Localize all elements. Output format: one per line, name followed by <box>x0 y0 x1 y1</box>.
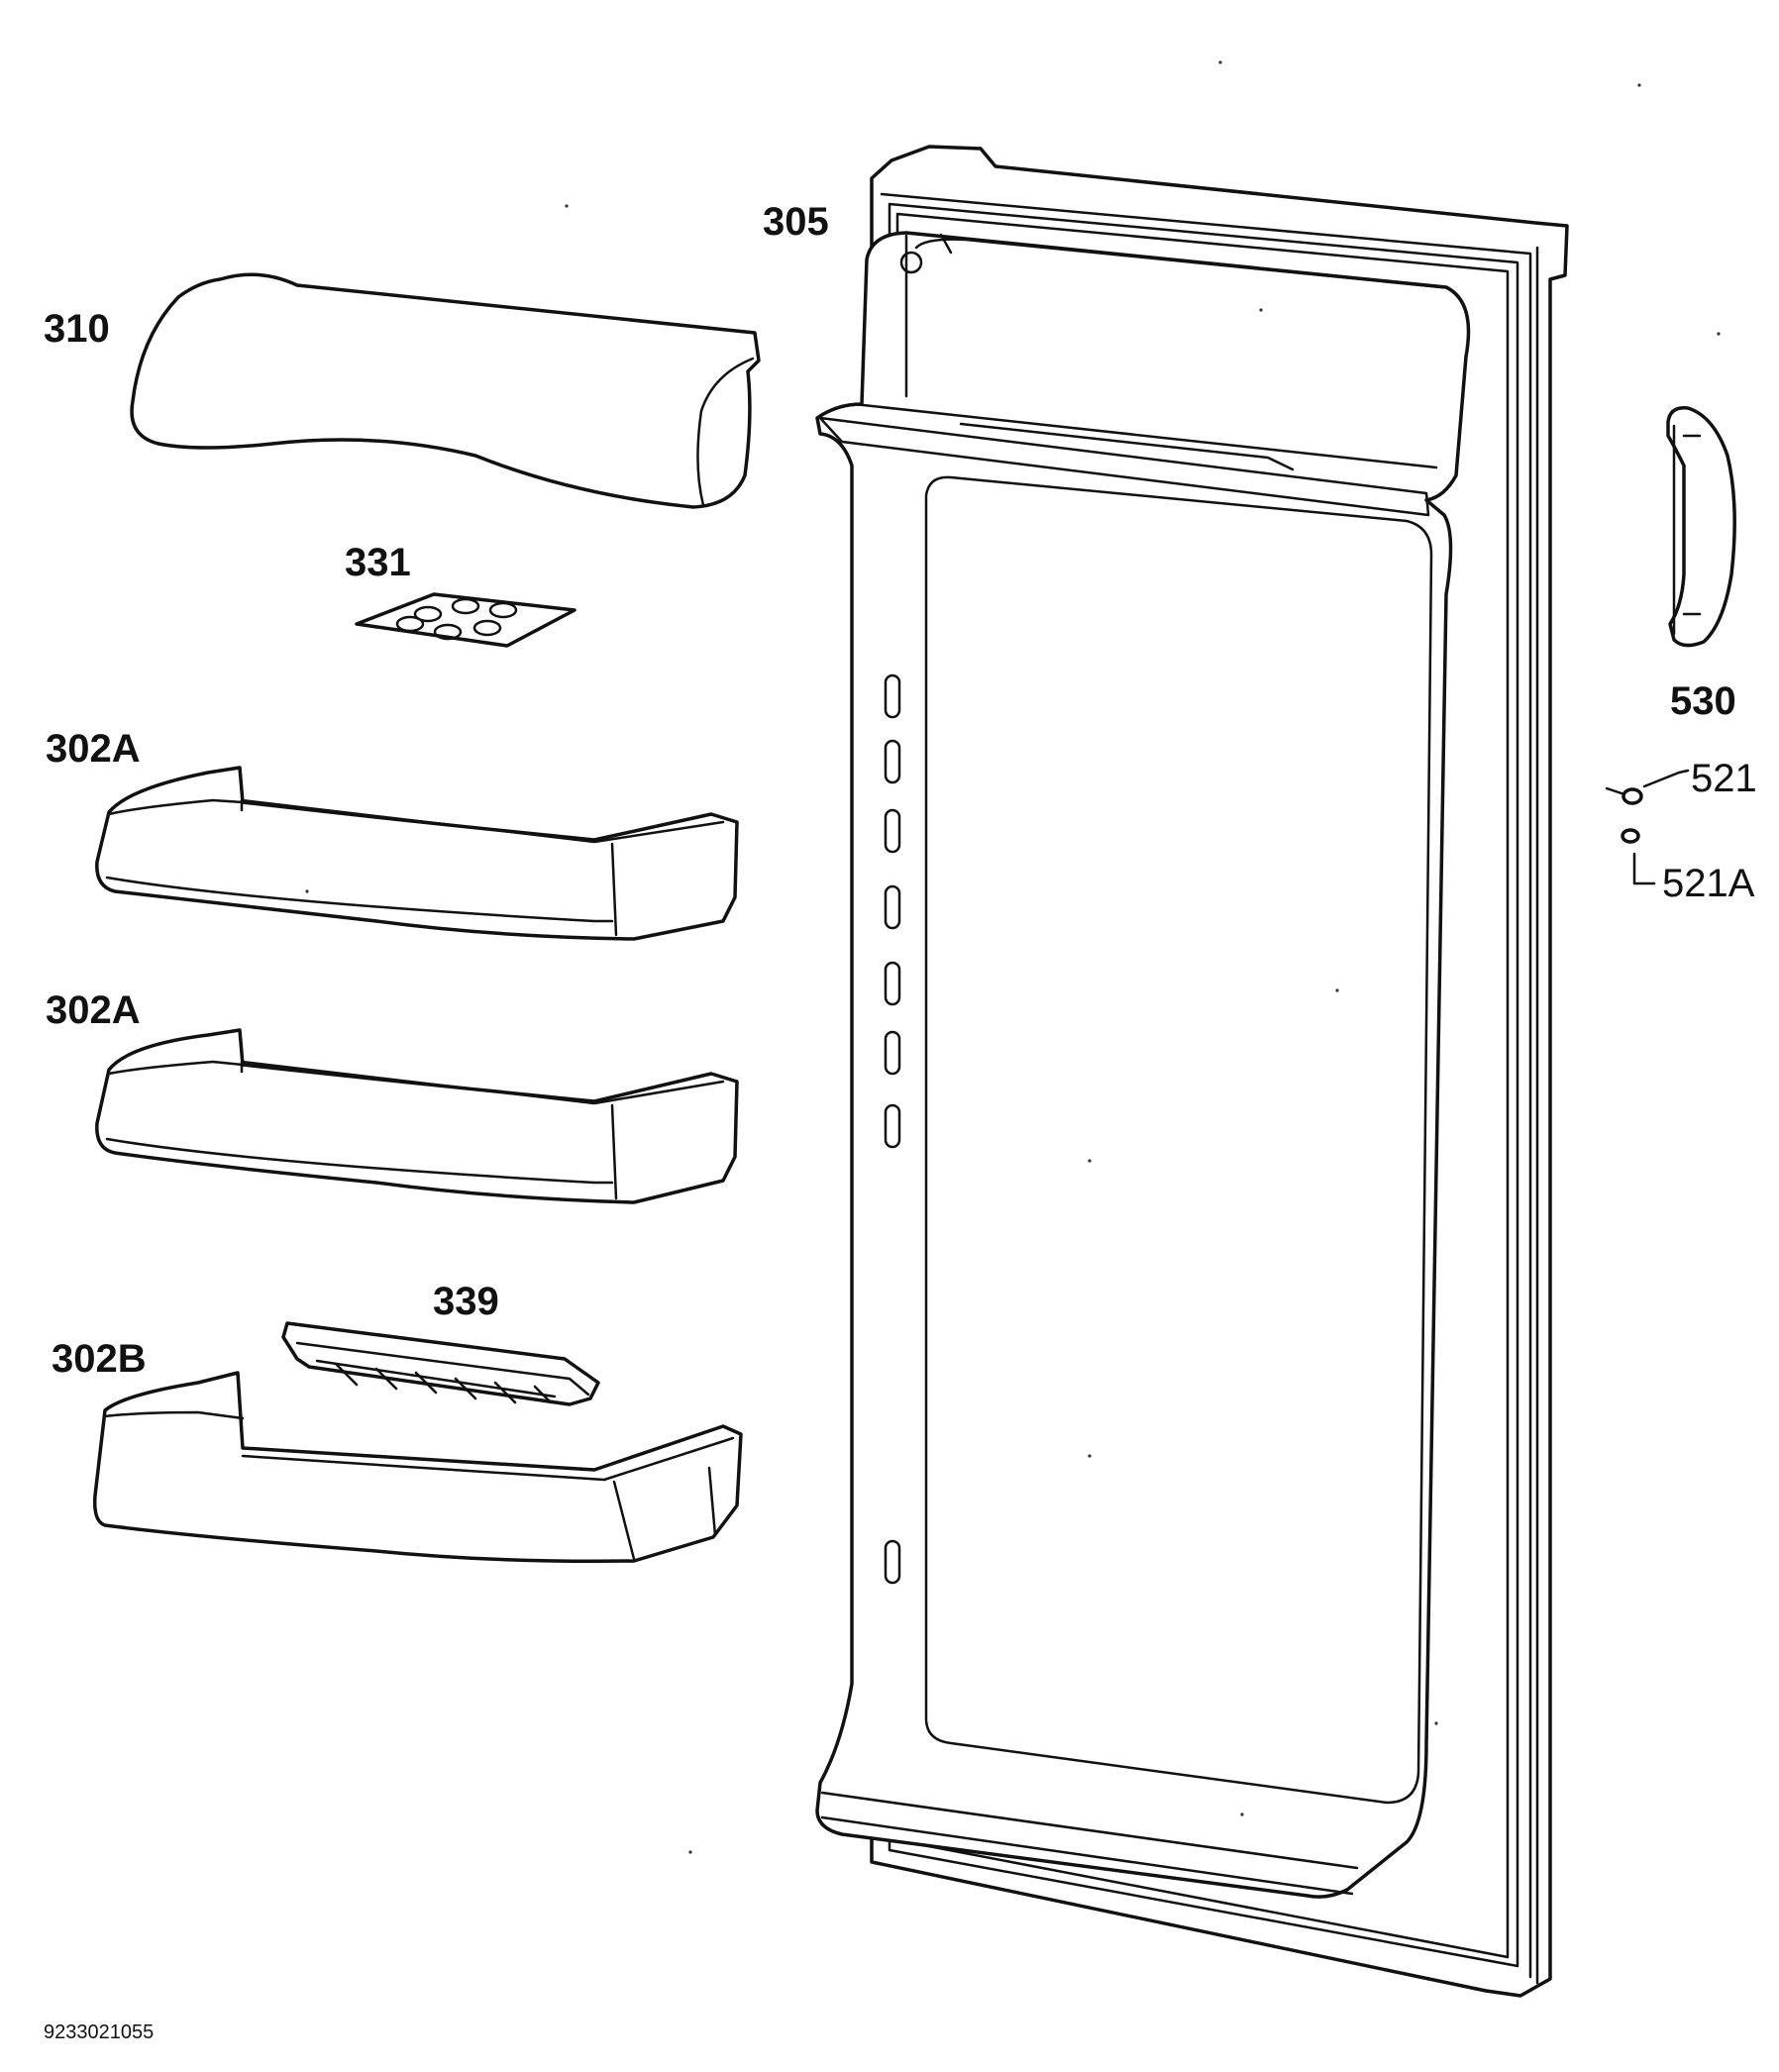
door-bin-bottom-part <box>92 1371 743 1564</box>
label-530: 530 <box>1670 679 1736 723</box>
egg-tray-part <box>355 592 576 648</box>
label-305: 305 <box>763 200 829 244</box>
drawing-number: 9233021055 <box>44 2021 155 2043</box>
screw-part <box>1605 769 1690 805</box>
label-302a-upper: 302A <box>46 727 141 771</box>
label-310: 310 <box>44 307 110 351</box>
label-521a: 521A <box>1662 862 1755 905</box>
washer-part <box>1621 828 1656 885</box>
scan-dots <box>305 60 1721 1854</box>
label-521: 521 <box>1691 757 1757 800</box>
door-assembly <box>815 145 1569 1998</box>
bottle-retainer-part <box>281 1321 600 1406</box>
label-302b: 302B <box>52 1337 147 1381</box>
door-handle-part <box>1666 406 1736 648</box>
label-339: 339 <box>433 1280 499 1323</box>
label-302a-middle: 302A <box>46 988 141 1032</box>
label-331: 331 <box>345 541 411 584</box>
dairy-cover-part <box>130 272 761 509</box>
door-bin-middle-part <box>95 1028 739 1204</box>
door-bin-upper-part <box>95 766 739 941</box>
